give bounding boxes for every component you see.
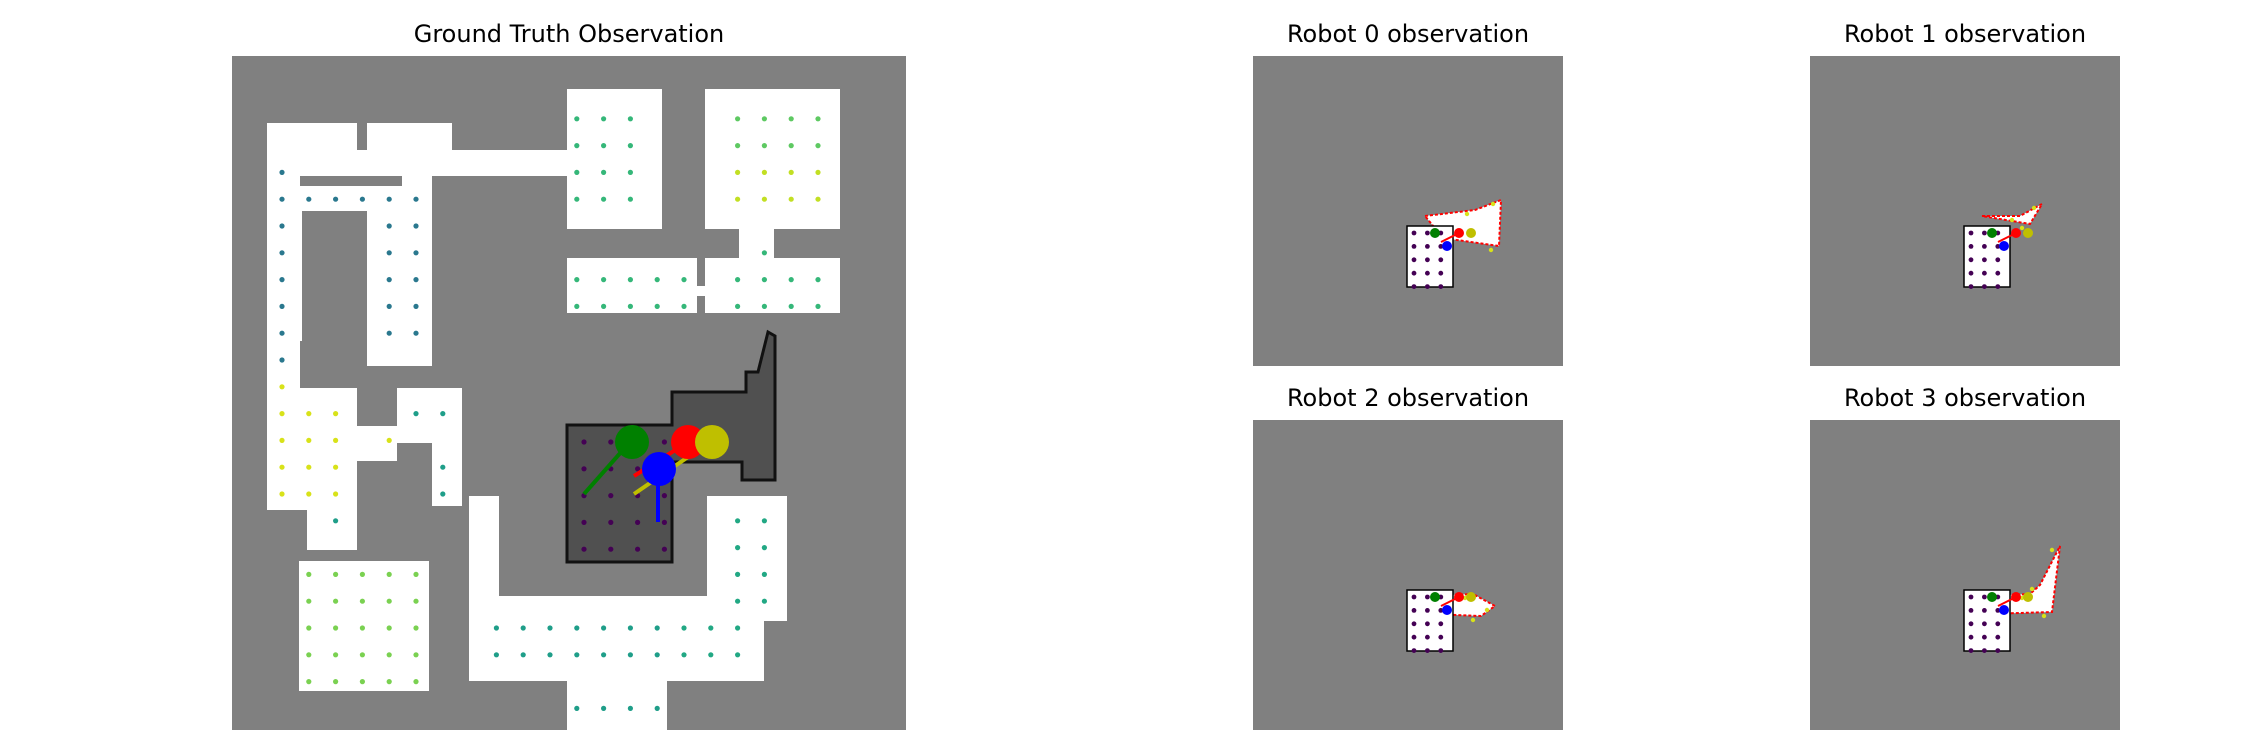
robot2-title: Robot 2 observation [1286,384,1530,412]
robot0-map [1253,56,1563,366]
robot-red-marker [671,425,705,459]
robot2-panel: Robot 2 observation [1253,364,1563,734]
ground-truth-title: Ground Truth Observation [413,20,725,48]
robot0-panel: Robot 0 observation [1253,0,1563,370]
robot1-map [1810,56,2120,366]
robot1-title: Robot 1 observation [1843,20,2087,48]
robot3-panel: Robot 3 observation [1810,364,2120,734]
robot1-panel: Robot 1 observation [1810,0,2120,370]
robot-blue-marker [642,452,676,486]
robot0-title: Robot 0 observation [1286,20,1530,48]
explored-region [565,329,777,564]
robot-yellow-marker [695,425,729,459]
ground-truth-panel: Ground Truth Observation [232,0,906,730]
robot2-map [1253,420,1563,730]
robot3-title: Robot 3 observation [1843,384,2087,412]
robot-green-marker [615,425,649,459]
robot3-map [1810,420,2120,730]
ground-truth-map [232,56,906,730]
